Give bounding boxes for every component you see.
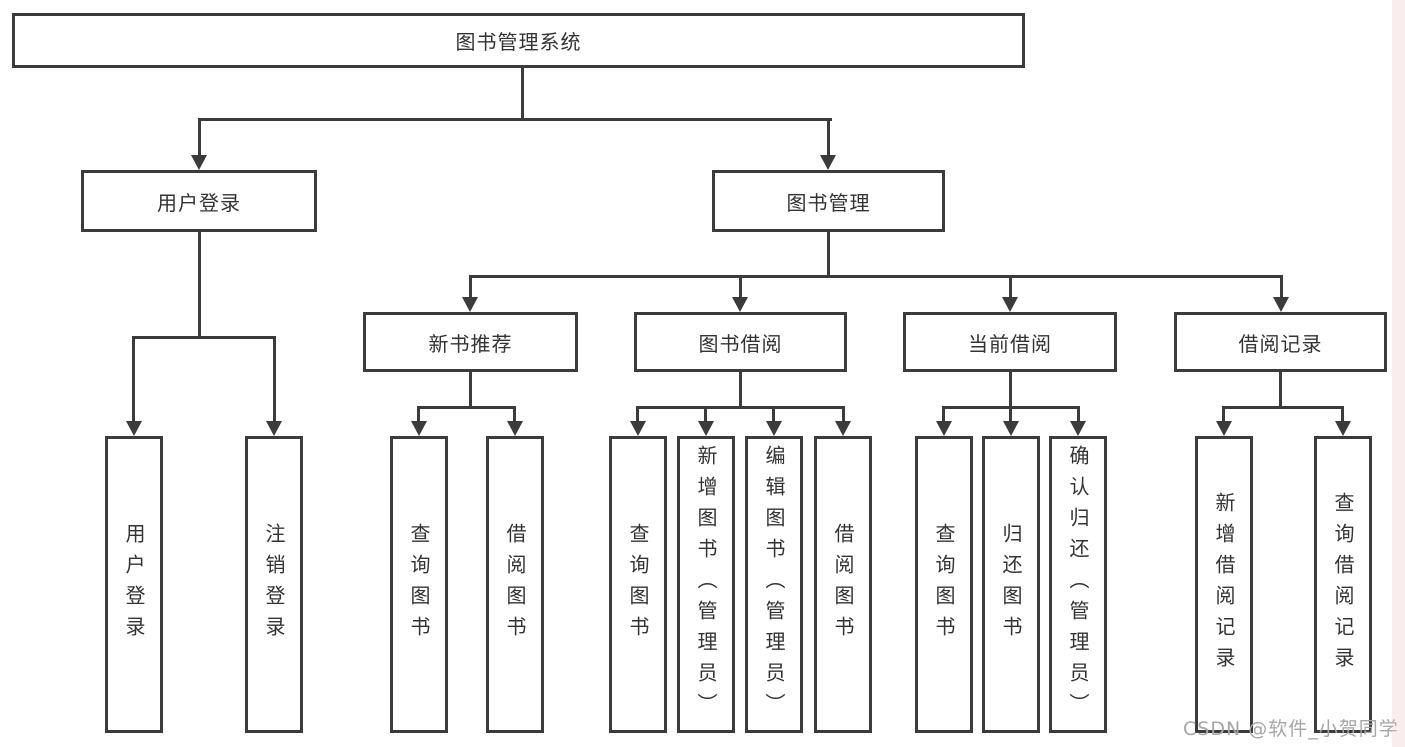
- page-edge-tint: [1392, 0, 1405, 747]
- connector-line: [417, 406, 516, 409]
- leaf-bb-borrow-books-label: 借阅图书: [831, 522, 855, 647]
- arrowhead-down-icon: [1070, 421, 1086, 436]
- arrowhead-down-icon: [191, 155, 207, 170]
- connector-line: [827, 232, 830, 275]
- arrowhead-down-icon: [1003, 421, 1019, 436]
- connector-line: [469, 275, 472, 299]
- connector-line: [1009, 406, 1012, 422]
- arrowhead-down-icon: [411, 421, 427, 436]
- arrowhead-down-icon: [820, 155, 836, 170]
- connector-line: [469, 372, 472, 406]
- leaf-bb-edit-books-admin: 编辑图书（管理员）: [745, 436, 803, 733]
- leaf-bb-add-books-admin: 新增图书（管理员）: [677, 436, 735, 733]
- connector-line: [132, 336, 135, 421]
- leaf-cb-confirm-return-admin-label: 确认归还（管理员）: [1066, 445, 1090, 724]
- connector-line: [132, 336, 276, 339]
- connector-line: [636, 406, 845, 409]
- connector-line: [513, 406, 516, 422]
- leaf-br-add-record-label: 新增借阅记录: [1212, 491, 1236, 678]
- arrowhead-down-icon: [1002, 297, 1018, 312]
- connector-line: [417, 406, 420, 422]
- arrowhead-down-icon: [507, 421, 523, 436]
- leaf-nb-query-books-label: 查询图书: [407, 522, 431, 647]
- arrowhead-down-icon: [1273, 297, 1289, 312]
- leaf-bb-edit-books-admin-label: 编辑图书（管理员）: [762, 445, 786, 724]
- connector-line: [469, 275, 1283, 278]
- node-new-book-recommend-label: 新书推荐: [428, 331, 513, 356]
- connector-line: [739, 275, 742, 299]
- leaf-cb-confirm-return-admin: 确认归还（管理员）: [1049, 436, 1107, 733]
- connector-line: [1222, 406, 1225, 422]
- connector-line: [636, 406, 639, 422]
- arrowhead-down-icon: [1216, 421, 1232, 436]
- node-root: 图书管理系统: [12, 13, 1025, 68]
- connector-line: [1280, 275, 1283, 299]
- arrowhead-down-icon: [732, 297, 748, 312]
- node-book-management-label: 图书管理: [786, 190, 871, 215]
- arrowhead-down-icon: [698, 421, 714, 436]
- arrowhead-down-icon: [630, 421, 646, 436]
- leaf-br-query-record: 查询借阅记录: [1314, 436, 1372, 733]
- connector-line: [942, 406, 945, 422]
- leaf-bb-add-books-admin-label: 新增图书（管理员）: [694, 445, 718, 724]
- connector-line: [198, 118, 201, 156]
- arrowhead-down-icon: [462, 297, 478, 312]
- leaf-user-login-label: 用户登录: [122, 522, 146, 647]
- node-root-label: 图书管理系统: [455, 30, 582, 54]
- connector-line: [1341, 406, 1344, 422]
- arrowhead-down-icon: [766, 421, 782, 436]
- leaf-logout: 注销登录: [245, 436, 303, 733]
- leaf-cb-return-books-label: 归还图书: [999, 522, 1023, 647]
- connector-line: [739, 372, 742, 406]
- arrowhead-down-icon: [1335, 421, 1351, 436]
- node-borrowing-records-label: 借阅记录: [1238, 331, 1323, 356]
- node-current-borrowing-label: 当前借阅: [968, 331, 1052, 356]
- connector-line: [198, 232, 201, 336]
- connector-line: [1009, 372, 1012, 406]
- connector-line: [704, 406, 707, 422]
- leaf-bb-query-books: 查询图书: [609, 436, 667, 733]
- node-new-book-recommend: 新书推荐: [363, 312, 578, 372]
- node-book-borrowing-label: 图书借阅: [698, 331, 783, 356]
- connector-line: [273, 336, 276, 421]
- connector-line: [1009, 275, 1012, 299]
- node-user-login-label: 用户登录: [157, 190, 241, 215]
- leaf-br-query-record-label: 查询借阅记录: [1331, 491, 1355, 678]
- arrowhead-down-icon: [126, 421, 142, 436]
- leaf-br-add-record: 新增借阅记录: [1195, 436, 1253, 733]
- csdn-watermark: CSDN @软件_小贺同学: [1183, 718, 1399, 740]
- arrowhead-down-icon: [835, 421, 851, 436]
- connector-line: [1279, 372, 1282, 406]
- node-book-management: 图书管理: [712, 170, 945, 232]
- leaf-nb-borrow-books-label: 借阅图书: [503, 522, 527, 647]
- arrowhead-down-icon: [266, 421, 282, 436]
- connector-line: [521, 68, 524, 118]
- leaf-logout-label: 注销登录: [262, 522, 286, 647]
- connector-line: [772, 406, 775, 422]
- connector-line: [1222, 406, 1344, 409]
- leaf-bb-query-books-label: 查询图书: [626, 522, 650, 647]
- connector-line: [827, 118, 830, 156]
- connector-line: [198, 118, 832, 121]
- leaf-user-login: 用户登录: [105, 436, 163, 733]
- arrowhead-down-icon: [936, 421, 952, 436]
- leaf-cb-query-books-label: 查询图书: [932, 522, 956, 647]
- node-borrowing-records: 借阅记录: [1174, 312, 1387, 372]
- leaf-nb-query-books: 查询图书: [390, 436, 448, 733]
- connector-line: [842, 406, 845, 422]
- leaf-cb-return-books: 归还图书: [982, 436, 1040, 733]
- leaf-nb-borrow-books: 借阅图书: [486, 436, 544, 733]
- leaf-bb-borrow-books: 借阅图书: [814, 436, 872, 733]
- leaf-cb-query-books: 查询图书: [915, 436, 973, 733]
- node-user-login: 用户登录: [81, 170, 317, 232]
- node-current-borrowing: 当前借阅: [903, 312, 1117, 372]
- node-book-borrowing: 图书借阅: [634, 312, 847, 372]
- connector-line: [1077, 406, 1080, 422]
